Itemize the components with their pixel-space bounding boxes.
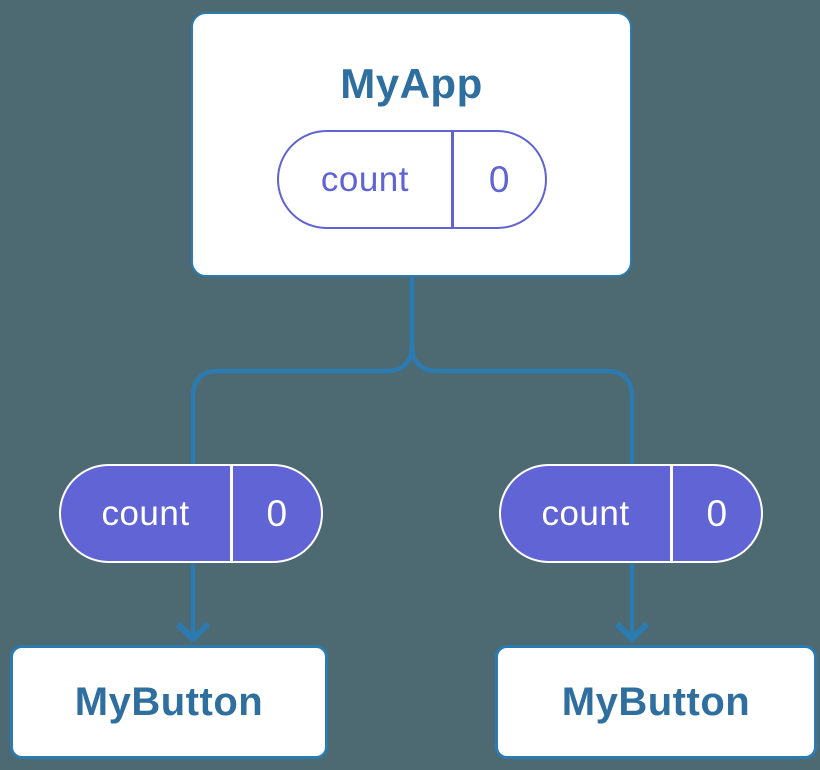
- pill-divider: [670, 466, 673, 561]
- arrowhead-down-icon: [614, 621, 650, 642]
- component-title: MyButton: [74, 679, 264, 724]
- prop-name: count: [541, 493, 630, 533]
- prop-name: count: [101, 493, 190, 533]
- state-pill: count 0: [276, 130, 547, 229]
- component-node-child-left: MyButton: [10, 645, 328, 759]
- state-value: 0: [488, 158, 510, 200]
- connector-right-branch: [409, 277, 635, 637]
- prop-value: 0: [706, 492, 728, 534]
- prop-value: 0: [266, 492, 288, 534]
- connector-left-branch: [190, 277, 415, 637]
- component-node-root: MyApp count 0: [191, 12, 632, 277]
- pill-divider: [451, 132, 454, 227]
- prop-pill-right: count 0: [499, 464, 763, 563]
- component-node-child-right: MyButton: [495, 645, 817, 759]
- component-title: MyButton: [561, 679, 751, 724]
- state-name: count: [320, 159, 409, 199]
- arrowhead-down-icon: [175, 621, 211, 642]
- pill-divider: [230, 466, 233, 561]
- component-title: MyApp: [340, 60, 483, 107]
- prop-pill-left: count 0: [59, 464, 323, 563]
